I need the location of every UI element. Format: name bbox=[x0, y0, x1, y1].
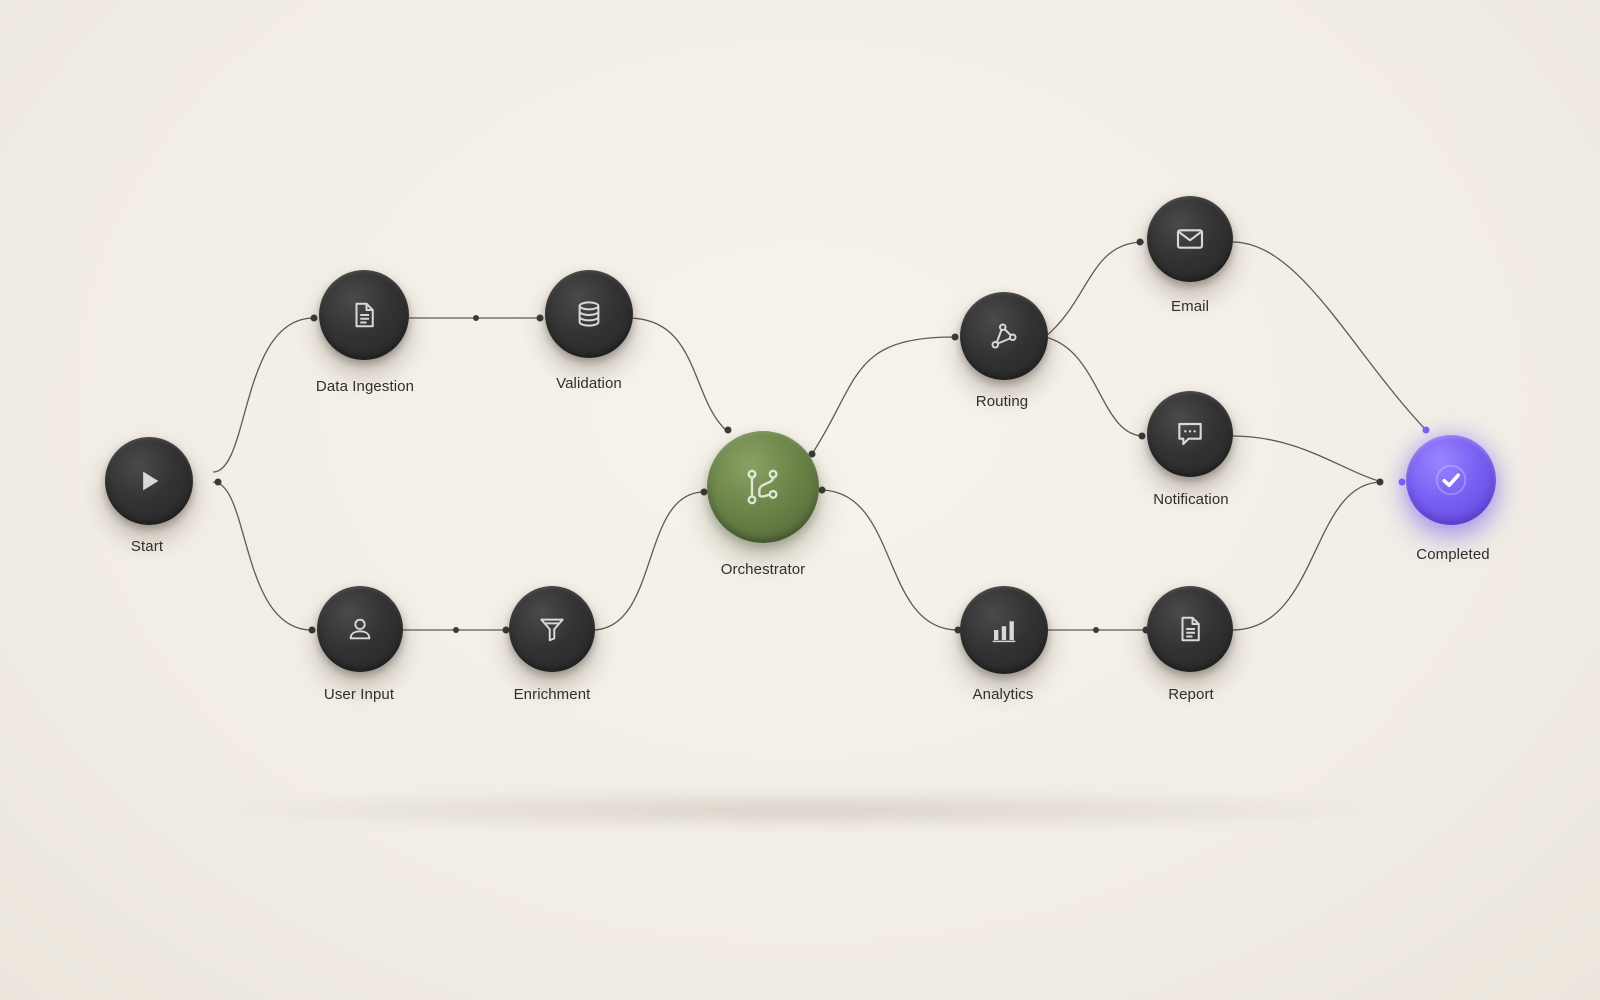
bar-chart-icon bbox=[989, 615, 1019, 645]
node-label-enrichment: Enrichment bbox=[513, 686, 591, 703]
node-label-routing: Routing bbox=[975, 393, 1029, 410]
routing-icon bbox=[989, 321, 1019, 351]
port-dot bbox=[951, 333, 959, 341]
port-dot bbox=[1138, 432, 1146, 440]
user-icon bbox=[346, 615, 374, 643]
port-dot bbox=[808, 450, 816, 458]
port-dot bbox=[473, 315, 479, 321]
node-notification[interactable] bbox=[1147, 391, 1233, 477]
mail-icon bbox=[1174, 223, 1206, 255]
edge-routing-email bbox=[1044, 241, 1145, 338]
node-validation[interactable] bbox=[545, 270, 633, 358]
port-dot bbox=[1093, 627, 1099, 633]
edge-orchestrator-routing bbox=[811, 336, 956, 455]
edge-start-data-ingestion bbox=[212, 317, 315, 473]
node-label-completed: Completed bbox=[1416, 546, 1490, 563]
edge-orchestrator-analytics bbox=[819, 489, 959, 631]
node-label-validation: Validation bbox=[556, 375, 622, 392]
node-start[interactable] bbox=[105, 437, 193, 525]
port-dot bbox=[214, 478, 222, 486]
edge-notification-completed bbox=[1231, 435, 1383, 483]
port-dot bbox=[502, 626, 510, 634]
edge-validation-orchestrator bbox=[627, 317, 729, 433]
chat-bubble-icon bbox=[1174, 418, 1206, 450]
node-label-user-input: User Input bbox=[323, 686, 395, 703]
port-dot bbox=[954, 626, 962, 634]
port-dot bbox=[536, 314, 544, 322]
edge-routing-notification bbox=[1044, 336, 1145, 437]
node-routing[interactable] bbox=[960, 292, 1048, 380]
port-dot bbox=[1376, 478, 1384, 486]
edge-enrichment-orchestrator bbox=[591, 491, 705, 631]
node-label-notification: Notification bbox=[1153, 491, 1229, 508]
check-icon bbox=[1433, 462, 1469, 498]
database-icon bbox=[574, 299, 604, 329]
node-email[interactable] bbox=[1147, 196, 1233, 282]
node-label-data-ingestion: Data Ingestion bbox=[315, 378, 415, 395]
port-dot bbox=[724, 426, 732, 434]
port-dot bbox=[1136, 238, 1144, 246]
floor-shadow bbox=[180, 790, 1420, 830]
port-dot bbox=[700, 488, 708, 496]
branch-icon bbox=[741, 465, 785, 509]
node-orchestrator[interactable] bbox=[707, 431, 819, 543]
node-label-report: Report bbox=[1168, 686, 1214, 703]
play-icon bbox=[135, 467, 163, 495]
node-data-ingestion[interactable] bbox=[319, 270, 409, 360]
document-icon bbox=[349, 300, 379, 330]
edge-report-completed bbox=[1231, 481, 1383, 631]
node-label-analytics: Analytics bbox=[972, 686, 1034, 703]
node-user-input[interactable] bbox=[317, 586, 403, 672]
edge-start-user-input bbox=[212, 481, 313, 631]
node-analytics[interactable] bbox=[960, 586, 1048, 674]
port-dot-accent bbox=[1422, 426, 1430, 434]
report-icon bbox=[1175, 614, 1205, 644]
port-dot bbox=[310, 314, 318, 322]
edge-email-completed bbox=[1231, 241, 1427, 431]
node-completed[interactable] bbox=[1406, 435, 1496, 525]
node-enrichment[interactable] bbox=[509, 586, 595, 672]
port-dot bbox=[818, 486, 826, 494]
port-dot-accent bbox=[1398, 478, 1406, 486]
filter-icon bbox=[537, 614, 567, 644]
node-label-orchestrator: Orchestrator bbox=[720, 561, 806, 578]
node-report[interactable] bbox=[1147, 586, 1233, 672]
node-label-email: Email bbox=[1170, 298, 1210, 315]
port-dot bbox=[308, 626, 316, 634]
port-dot bbox=[453, 627, 459, 633]
node-label-start: Start bbox=[130, 538, 164, 555]
